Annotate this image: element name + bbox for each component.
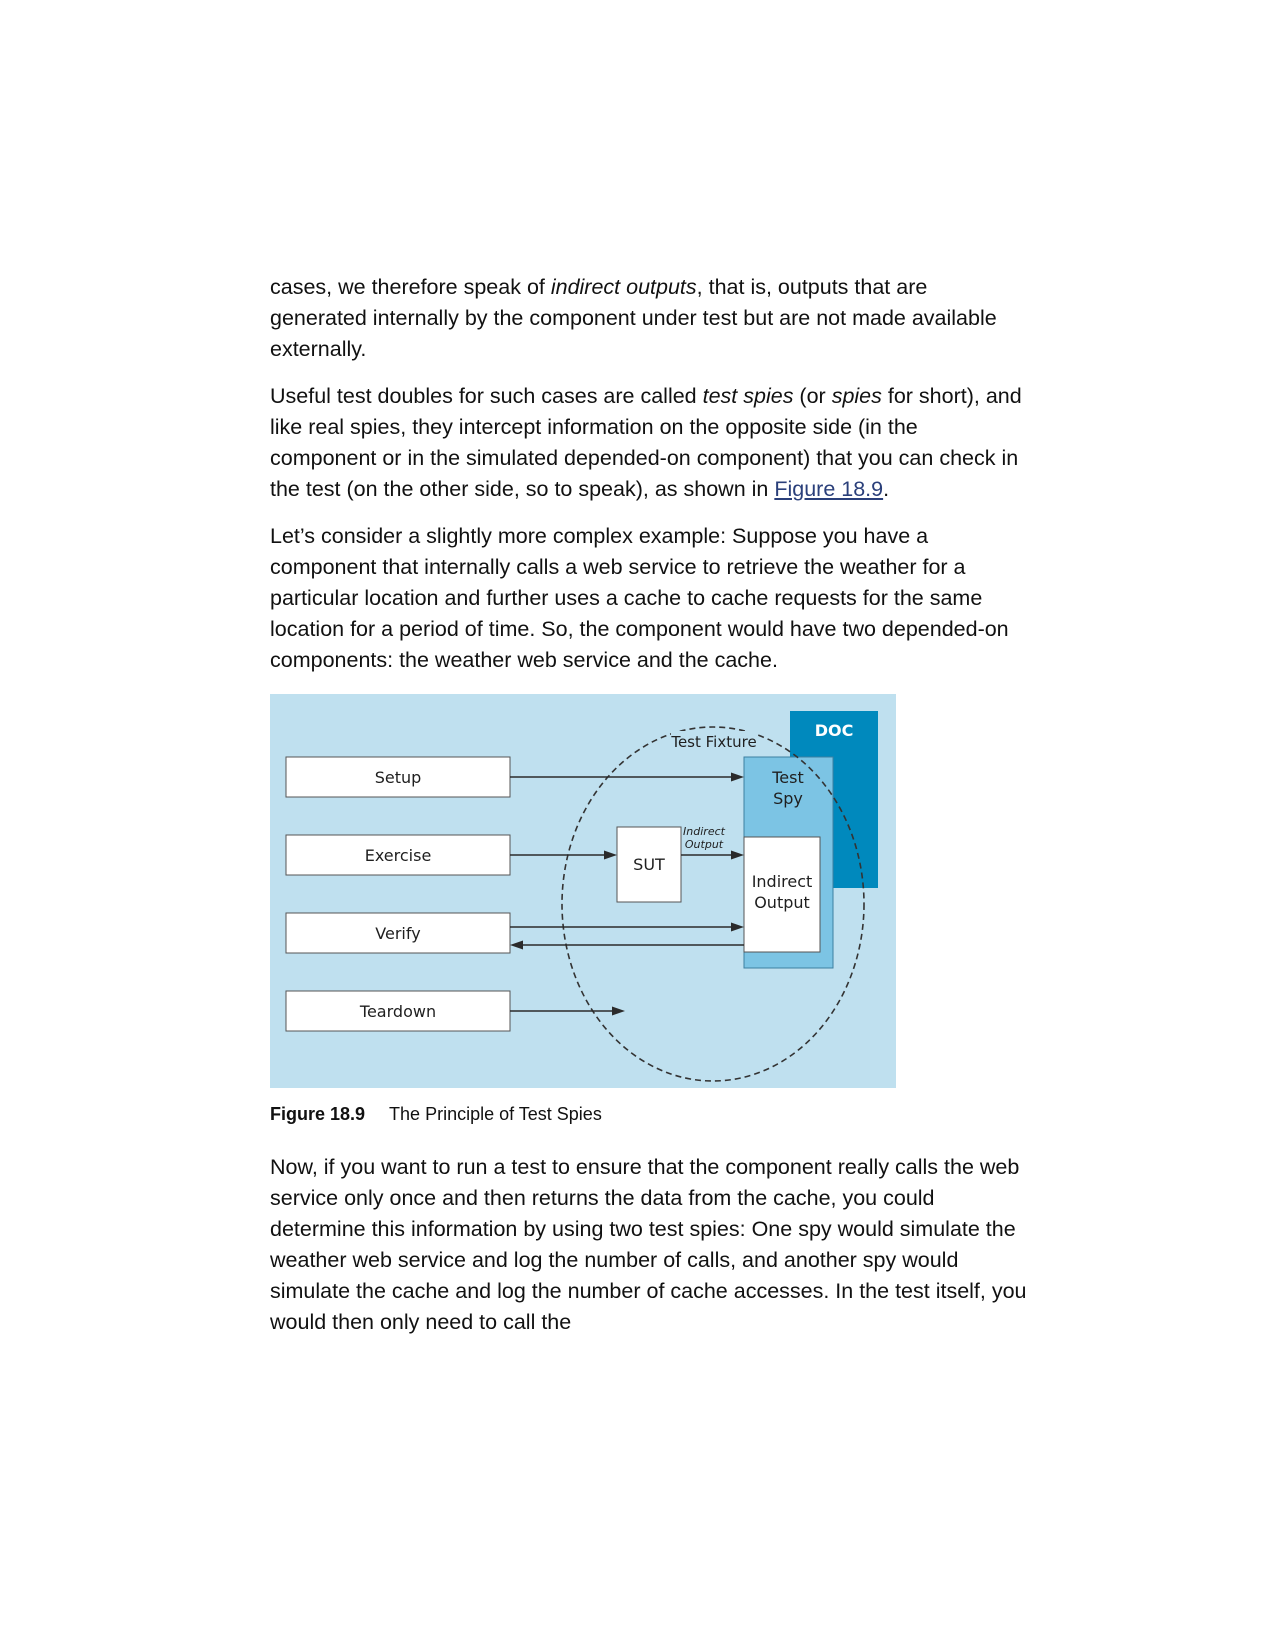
paragraph-2-text-d: . bbox=[883, 477, 890, 501]
teardown-label: Teardown bbox=[359, 1002, 436, 1021]
teardown-box bbox=[285, 990, 511, 1032]
paragraph-4: Now, if you want to run a test to ensure… bbox=[270, 1155, 1027, 1334]
verify-label: Verify bbox=[375, 924, 420, 943]
paragraph-2-text-b: (or bbox=[793, 384, 832, 408]
paragraph-3: Let’s consider a slightly more complex e… bbox=[270, 524, 1009, 672]
teardown-arrowhead bbox=[612, 1006, 625, 1016]
sut-label: SUT bbox=[633, 855, 665, 874]
figure-diagram: DOC Test Spy Indirect Output Test Fixtur… bbox=[270, 694, 896, 1088]
setup-box bbox=[285, 756, 511, 798]
paragraph-1-text-b: , that is, outputs that are generated in… bbox=[270, 275, 997, 361]
figure-link[interactable]: Figure 18.9 bbox=[774, 477, 884, 501]
setup-label: Setup bbox=[375, 768, 422, 787]
verify-arrow-back-head bbox=[510, 940, 523, 950]
indirect-output-box-line1: Indirect bbox=[752, 872, 813, 891]
test-spy-diagram: DOC Test Spy Indirect Output Test Fixtur… bbox=[270, 694, 896, 1088]
test-fixture-label-bg bbox=[671, 731, 757, 751]
indirect-output-arrow-label-line1: Indirect bbox=[683, 825, 726, 838]
paragraph-2-text-a: Useful test doubles for such cases are c… bbox=[270, 384, 703, 408]
sut-box bbox=[616, 826, 682, 903]
doc-label: DOC bbox=[815, 721, 854, 740]
test-spy-label-line2: Spy bbox=[773, 789, 803, 808]
indirect-output-arrowhead bbox=[731, 850, 744, 860]
page-content: cases, we therefore speak of indirect ou… bbox=[270, 272, 1030, 1354]
paragraph-1-text-a: cases, we therefore speak of bbox=[270, 275, 551, 299]
exercise-label: Exercise bbox=[365, 846, 432, 865]
verify-arrow-out-head bbox=[731, 922, 744, 932]
paragraph-2-text-c: for short), and like real spies, they in… bbox=[270, 384, 1022, 501]
paragraph-2-emphasis-test-spies: test spies bbox=[702, 384, 794, 408]
verify-box bbox=[285, 912, 511, 954]
setup-arrowhead bbox=[731, 772, 744, 782]
indirect-output-box bbox=[743, 836, 821, 953]
exercise-arrowhead bbox=[604, 850, 617, 860]
test-fixture-label: Test Fixture bbox=[670, 733, 756, 751]
exercise-box bbox=[285, 834, 511, 876]
test-fixture-ellipse bbox=[561, 726, 865, 1082]
indirect-output-arrow-label-line2: Output bbox=[685, 838, 724, 851]
paragraph-2: Useful test doubles for such cases are c… bbox=[270, 381, 1030, 505]
paragraph-1: cases, we therefore speak of indirect ou… bbox=[270, 272, 1030, 365]
figure-caption-label: Figure 18.9 bbox=[270, 1104, 366, 1124]
test-spy-label-line1: Test bbox=[771, 768, 804, 787]
paragraph-1-emphasis: indirect outputs bbox=[550, 275, 697, 299]
figure-caption-text: The Principle of Test Spies bbox=[389, 1104, 602, 1124]
paragraph-2-emphasis-spies: spies bbox=[831, 384, 882, 408]
figure-caption: Figure 18.9 The Principle of Test Spies bbox=[270, 1102, 1030, 1126]
indirect-output-box-line2: Output bbox=[754, 893, 810, 912]
